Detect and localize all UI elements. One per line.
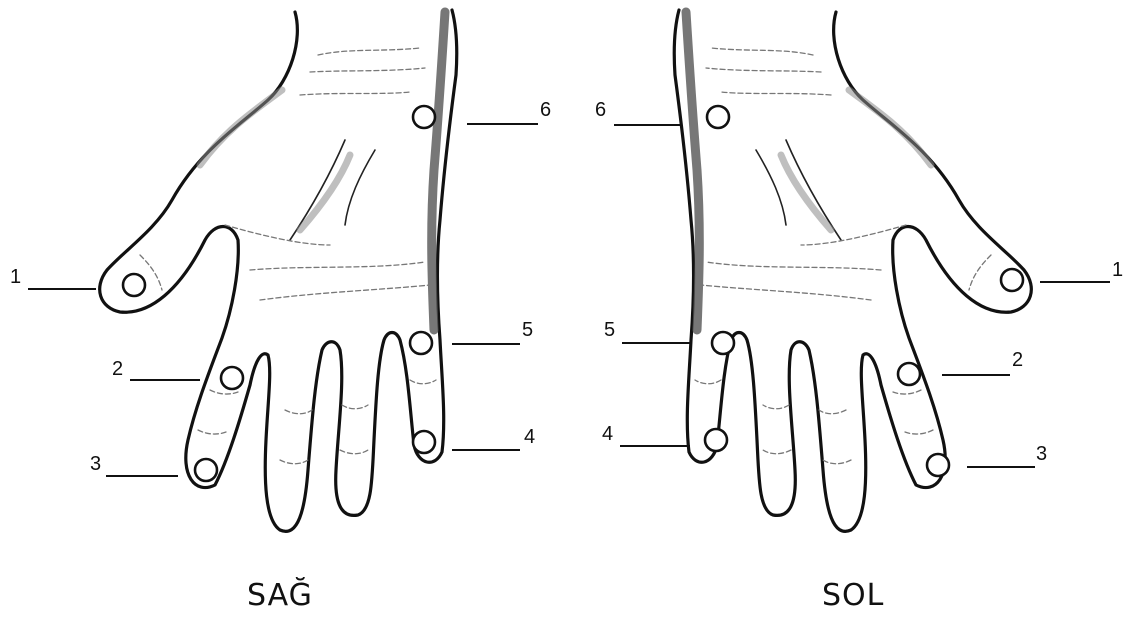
left-label-4: 4 (602, 423, 613, 445)
right-point-1 (123, 274, 145, 296)
left-label-5: 5 (604, 319, 615, 341)
right-label-2: 2 (112, 358, 123, 380)
left-label-1: 1 (1112, 259, 1123, 281)
left-label-3: 3 (1036, 443, 1047, 465)
left-point-2 (898, 363, 920, 385)
right-point-2 (221, 367, 243, 389)
left-hand-points: 1 2 3 4 5 6 (595, 99, 1123, 476)
left-hand-caption: SOL (822, 578, 884, 613)
right-label-5: 5 (522, 319, 533, 341)
right-point-5 (410, 332, 432, 354)
right-label-3: 3 (90, 453, 101, 475)
left-point-6 (707, 106, 729, 128)
right-point-3 (195, 459, 217, 481)
left-hand-drawing (674, 10, 1031, 531)
left-point-3 (927, 454, 949, 476)
right-label-6: 6 (540, 99, 551, 121)
left-point-5 (712, 332, 734, 354)
left-label-2: 2 (1012, 349, 1023, 371)
left-point-4 (705, 429, 727, 451)
left-point-1 (1001, 269, 1023, 291)
right-label-4: 4 (524, 426, 535, 448)
right-hand-drawing (100, 10, 457, 531)
right-point-4 (413, 431, 435, 453)
left-label-6: 6 (595, 99, 606, 121)
right-point-6 (413, 106, 435, 128)
right-label-1: 1 (10, 266, 21, 288)
right-hand-caption: SAĞ (247, 578, 313, 613)
right-hand-points: 1 2 3 4 5 6 (10, 99, 551, 481)
